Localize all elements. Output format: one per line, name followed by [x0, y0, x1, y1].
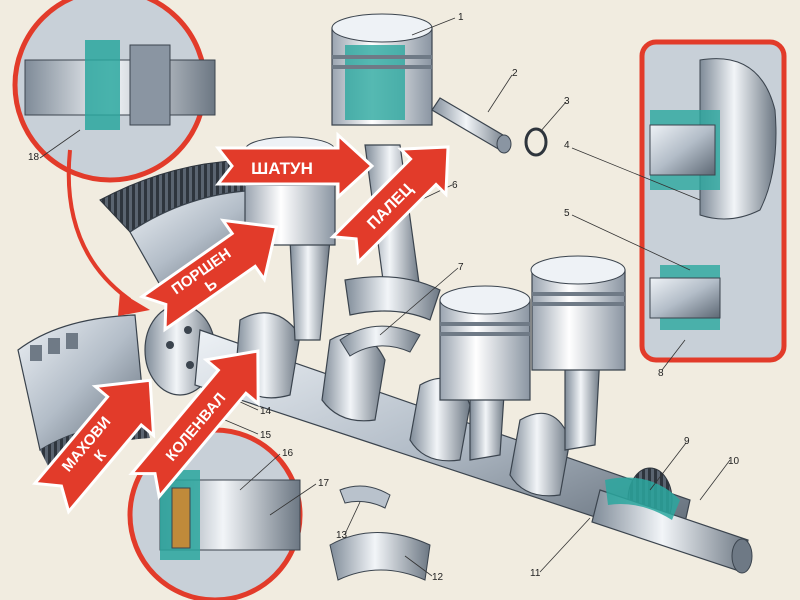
piston-pin: [431, 97, 512, 154]
connecting-rods: [289, 144, 601, 461]
part-number-9: 9: [684, 436, 690, 447]
part-number-3: 3: [564, 96, 570, 107]
shatun-label: ШАТУН: [251, 159, 313, 178]
part-number-15: 15: [260, 430, 272, 441]
arrow-icon: [66, 149, 132, 302]
circlip: [524, 127, 548, 157]
part-number-11: 11: [530, 568, 541, 579]
part-number-4: 4: [564, 140, 570, 151]
inset-pulley-panel: [639, 39, 787, 363]
part-number-12: 12: [432, 572, 444, 583]
part-number-10: 10: [728, 456, 740, 467]
part-number-16: 16: [282, 448, 294, 459]
callout-shatun: ШАТУН: [214, 131, 375, 201]
part-number-17: 17: [318, 478, 330, 489]
callout-porshen: ПОРШЕН Ь: [138, 218, 279, 333]
part-number-5: 5: [564, 208, 570, 219]
part-number-18: 18: [28, 152, 40, 163]
arrow-icon: [118, 292, 150, 316]
part-number-8: 8: [658, 368, 664, 379]
part-number-2: 2: [512, 68, 518, 79]
part-numbers: 1 2 3 4 5 6 7 8 9 10 11 12 13 14 15 16 1…: [28, 12, 740, 583]
part-number-13: 13: [336, 530, 348, 541]
pistons: [244, 13, 626, 401]
part-number-7: 7: [458, 262, 464, 273]
main-bearing-shells: [329, 325, 431, 581]
part-number-6: 6: [452, 180, 458, 191]
inset-crank-center: [127, 427, 303, 600]
crankshaft: [194, 312, 753, 574]
part-number-1: 1: [458, 12, 464, 23]
inset-rear-seal: [12, 0, 216, 183]
part-number-14: 14: [260, 406, 272, 417]
